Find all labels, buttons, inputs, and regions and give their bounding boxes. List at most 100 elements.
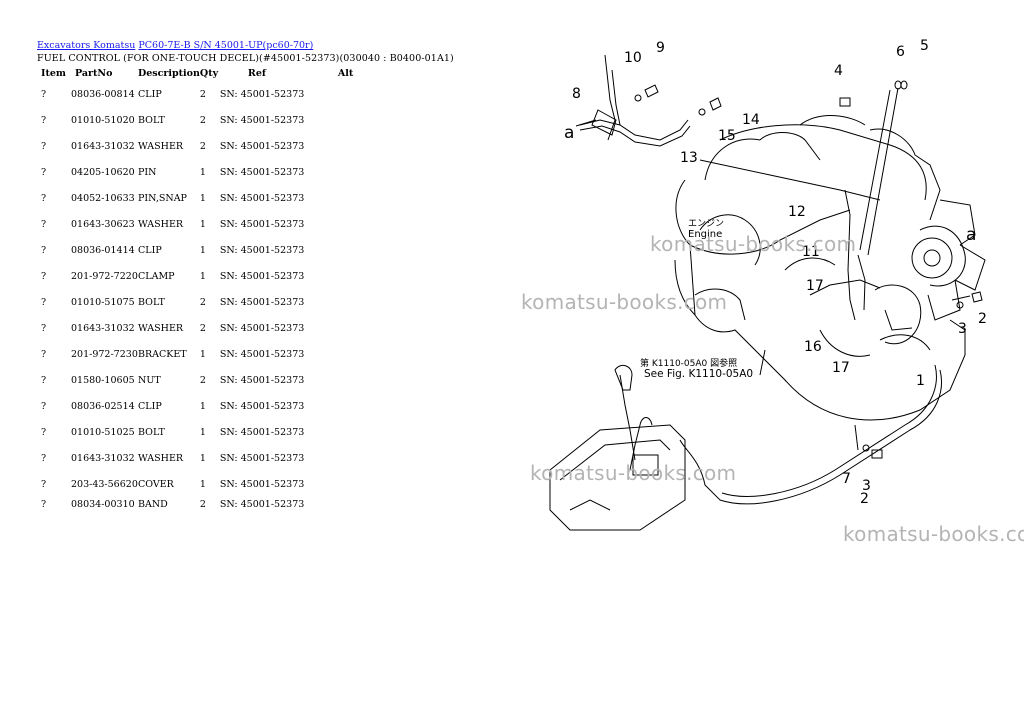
cell-item: ? (41, 192, 47, 204)
header-ref: Ref (247, 68, 266, 79)
cell-partno: 08036-00814 (71, 88, 135, 100)
parts-diagram: 1 2 3 4 5 6 7 8 9 10 11 12 13 14 15 16 1… (520, 30, 1024, 550)
cell-qty: 1 (199, 400, 206, 412)
parts-panel: Excavators Komatsu PC60-7E-B S/N 45001-U… (37, 39, 507, 511)
cell-ref: SN: 45001-52373 (219, 114, 305, 126)
cell-description: CLIP (138, 244, 162, 256)
cell-item: ? (41, 244, 47, 256)
cell-ref: SN: 45001-52373 (219, 498, 305, 510)
watermark: komatsu-books.com (843, 522, 1024, 546)
cell-description: BAND (138, 498, 168, 510)
cell-alt (338, 393, 353, 419)
cell-alt (338, 471, 353, 497)
cell-partno: 08034-00310 (71, 498, 135, 510)
cell-alt (338, 81, 353, 107)
cell-ref: SN: 45001-52373 (219, 88, 305, 100)
cell-qty: 2 (199, 374, 206, 386)
callout-5: 5 (920, 38, 929, 54)
cell-partno: 01643-30623 (71, 218, 135, 230)
cell-qty: 1 (199, 192, 206, 204)
cell-ref: SN: 45001-52373 (219, 218, 305, 230)
page-title: FUEL CONTROL (FOR ONE-TOUCH DECEL)(#4500… (37, 53, 454, 64)
cell-description: PIN (138, 166, 157, 178)
cell-ref: SN: 45001-52373 (219, 322, 305, 334)
cell-description: WASHER (138, 322, 184, 334)
callout-17-lower: 17 (832, 360, 850, 376)
cell-partno: 04205-10620 (71, 166, 135, 178)
cell-alt (338, 133, 353, 159)
cell-item: ? (41, 426, 47, 438)
callout-4: 4 (834, 63, 843, 79)
cell-partno: 01010-51075 (71, 296, 135, 308)
cell-qty: 2 (199, 322, 206, 334)
cell-alt (338, 367, 353, 393)
callout-16: 16 (804, 339, 822, 355)
cell-alt (338, 107, 353, 133)
cell-item: ? (41, 478, 47, 490)
cell-qty: 2 (199, 140, 206, 152)
diagram-lines (549, 54, 986, 531)
cell-partno: 201-972-7220 (71, 270, 138, 282)
cell-description: WASHER (138, 140, 184, 152)
see-fig-label-en: See Fig. K1110-05A0 (644, 368, 753, 380)
cell-partno: 08036-02514 (71, 400, 135, 412)
cell-ref: SN: 45001-52373 (219, 270, 305, 282)
cell-description: COVER (138, 478, 174, 490)
cell-ref: SN: 45001-52373 (219, 374, 305, 386)
callout-a-right: a (966, 225, 976, 245)
cell-item: ? (41, 400, 47, 412)
cell-ref: SN: 45001-52373 (219, 348, 305, 360)
cell-ref: SN: 45001-52373 (219, 426, 305, 438)
engine-label-jp: エンジン (688, 219, 724, 229)
cell-ref: SN: 45001-52373 (219, 244, 305, 256)
breadcrumb-link-category[interactable]: Excavators Komatsu (37, 40, 136, 51)
cell-partno: 201-972-7230 (71, 348, 138, 360)
callout-9: 9 (656, 40, 665, 56)
cell-item: ? (41, 498, 47, 510)
cell-description: BOLT (138, 296, 165, 308)
table-header-row: Item PartNo Description Qty Ref Alt (37, 66, 353, 81)
callout-8: 8 (572, 86, 581, 102)
callout-1: 1 (916, 373, 925, 389)
cell-alt (338, 185, 353, 211)
callout-11: 11 (802, 244, 820, 260)
cell-partno: 01643-31032 (71, 452, 135, 464)
cell-item: ? (41, 140, 47, 152)
cell-item: ? (41, 374, 47, 386)
cell-alt (338, 419, 353, 445)
header-item: Item (41, 68, 66, 79)
cell-description: WASHER (138, 452, 184, 464)
cell-qty: 1 (199, 218, 206, 230)
breadcrumb-link-model[interactable]: PC60-7E-B S/N 45001-UP(pc60-70r) (138, 40, 314, 51)
cell-ref: SN: 45001-52373 (219, 478, 305, 490)
cell-qty: 1 (199, 166, 206, 178)
cell-description: CLIP (138, 400, 162, 412)
callout-3: 3 (958, 321, 967, 337)
cell-alt (338, 237, 353, 263)
callout-13: 13 (680, 150, 698, 166)
cell-alt (338, 445, 353, 471)
cell-alt (338, 211, 353, 237)
cell-partno: 04052-10633 (71, 192, 135, 204)
cell-qty: 1 (199, 348, 206, 360)
callout-12: 12 (788, 204, 806, 220)
cell-partno: 01643-31032 (71, 322, 135, 334)
cell-alt (338, 497, 353, 511)
engine-label-en: Engine (688, 229, 722, 240)
cell-description: BRACKET (138, 348, 187, 360)
cell-qty: 1 (199, 244, 206, 256)
cell-ref: SN: 45001-52373 (219, 166, 305, 178)
cell-qty: 2 (199, 114, 206, 126)
cell-partno: 01010-51020 (71, 114, 135, 126)
